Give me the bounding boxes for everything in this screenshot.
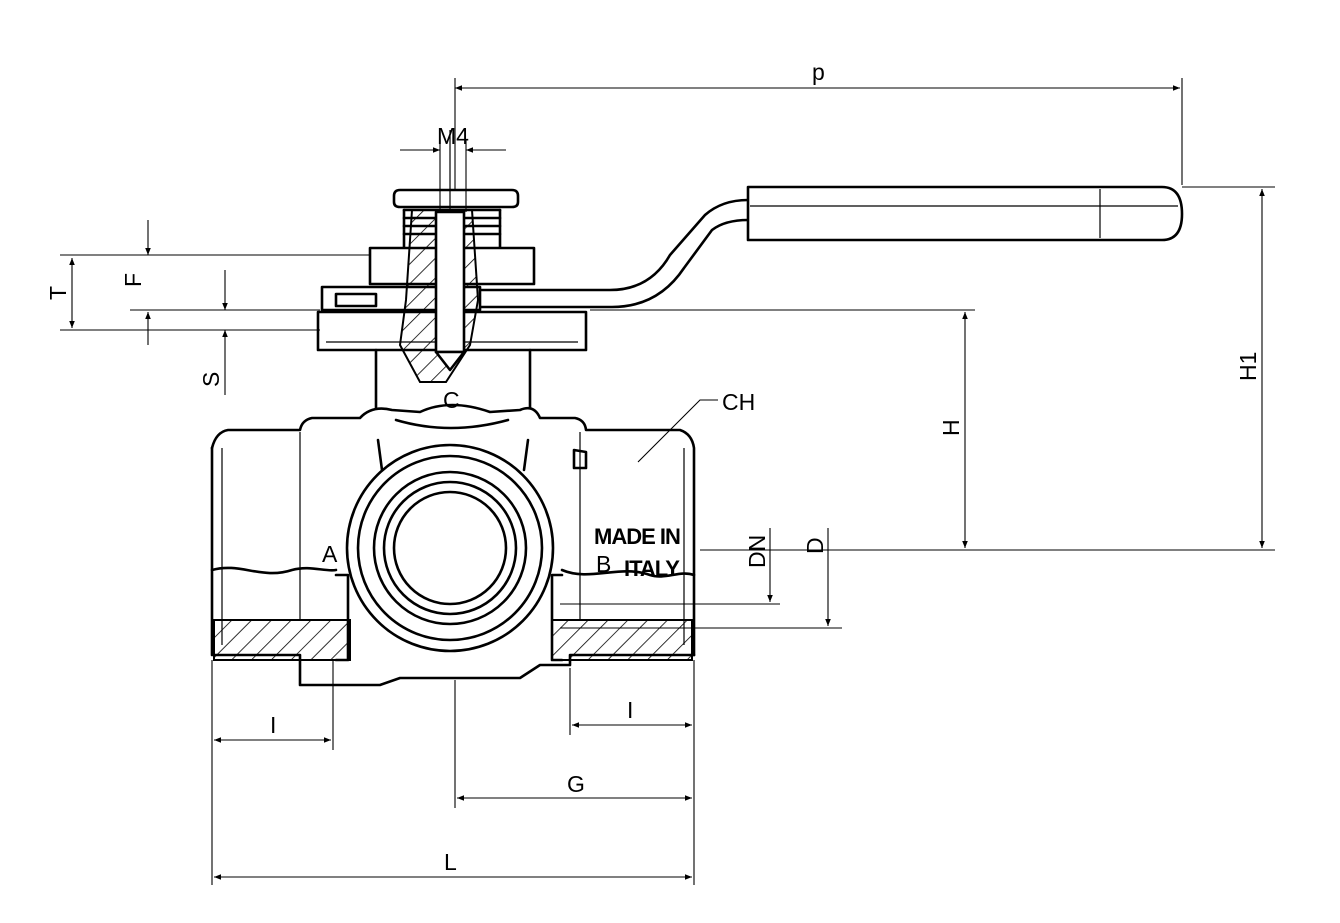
stem-assembly [316,130,588,410]
ball-bore [345,443,555,653]
lever-handle [478,185,1184,309]
dimension-lines [60,78,1275,885]
dim-label-d: D [802,537,828,554]
dim-label-dn: DN [744,535,770,568]
dim-label-i-left: I [270,712,276,738]
body-marking-line1: MADE IN [594,524,680,549]
port-label-c: C [443,387,460,413]
port-label-a: A [322,541,338,567]
callout-label-ch: CH [722,389,755,415]
dim-label-h: H [938,419,964,436]
dim-label-l: L [444,849,457,875]
valve-body [210,403,696,687]
dim-label-g: G [567,771,585,797]
dim-label-t: T [45,286,71,300]
dim-label-p: p [812,59,825,85]
dim-label-f: F [120,273,146,287]
body-marking-line2: ITALY [624,556,680,581]
port-label-b: B [596,551,611,577]
dim-label-h1: H1 [1235,352,1261,381]
dim-label-s: S [198,372,224,387]
dim-label-i-right: I [627,697,633,723]
dim-label-m4: M4 [437,123,469,149]
